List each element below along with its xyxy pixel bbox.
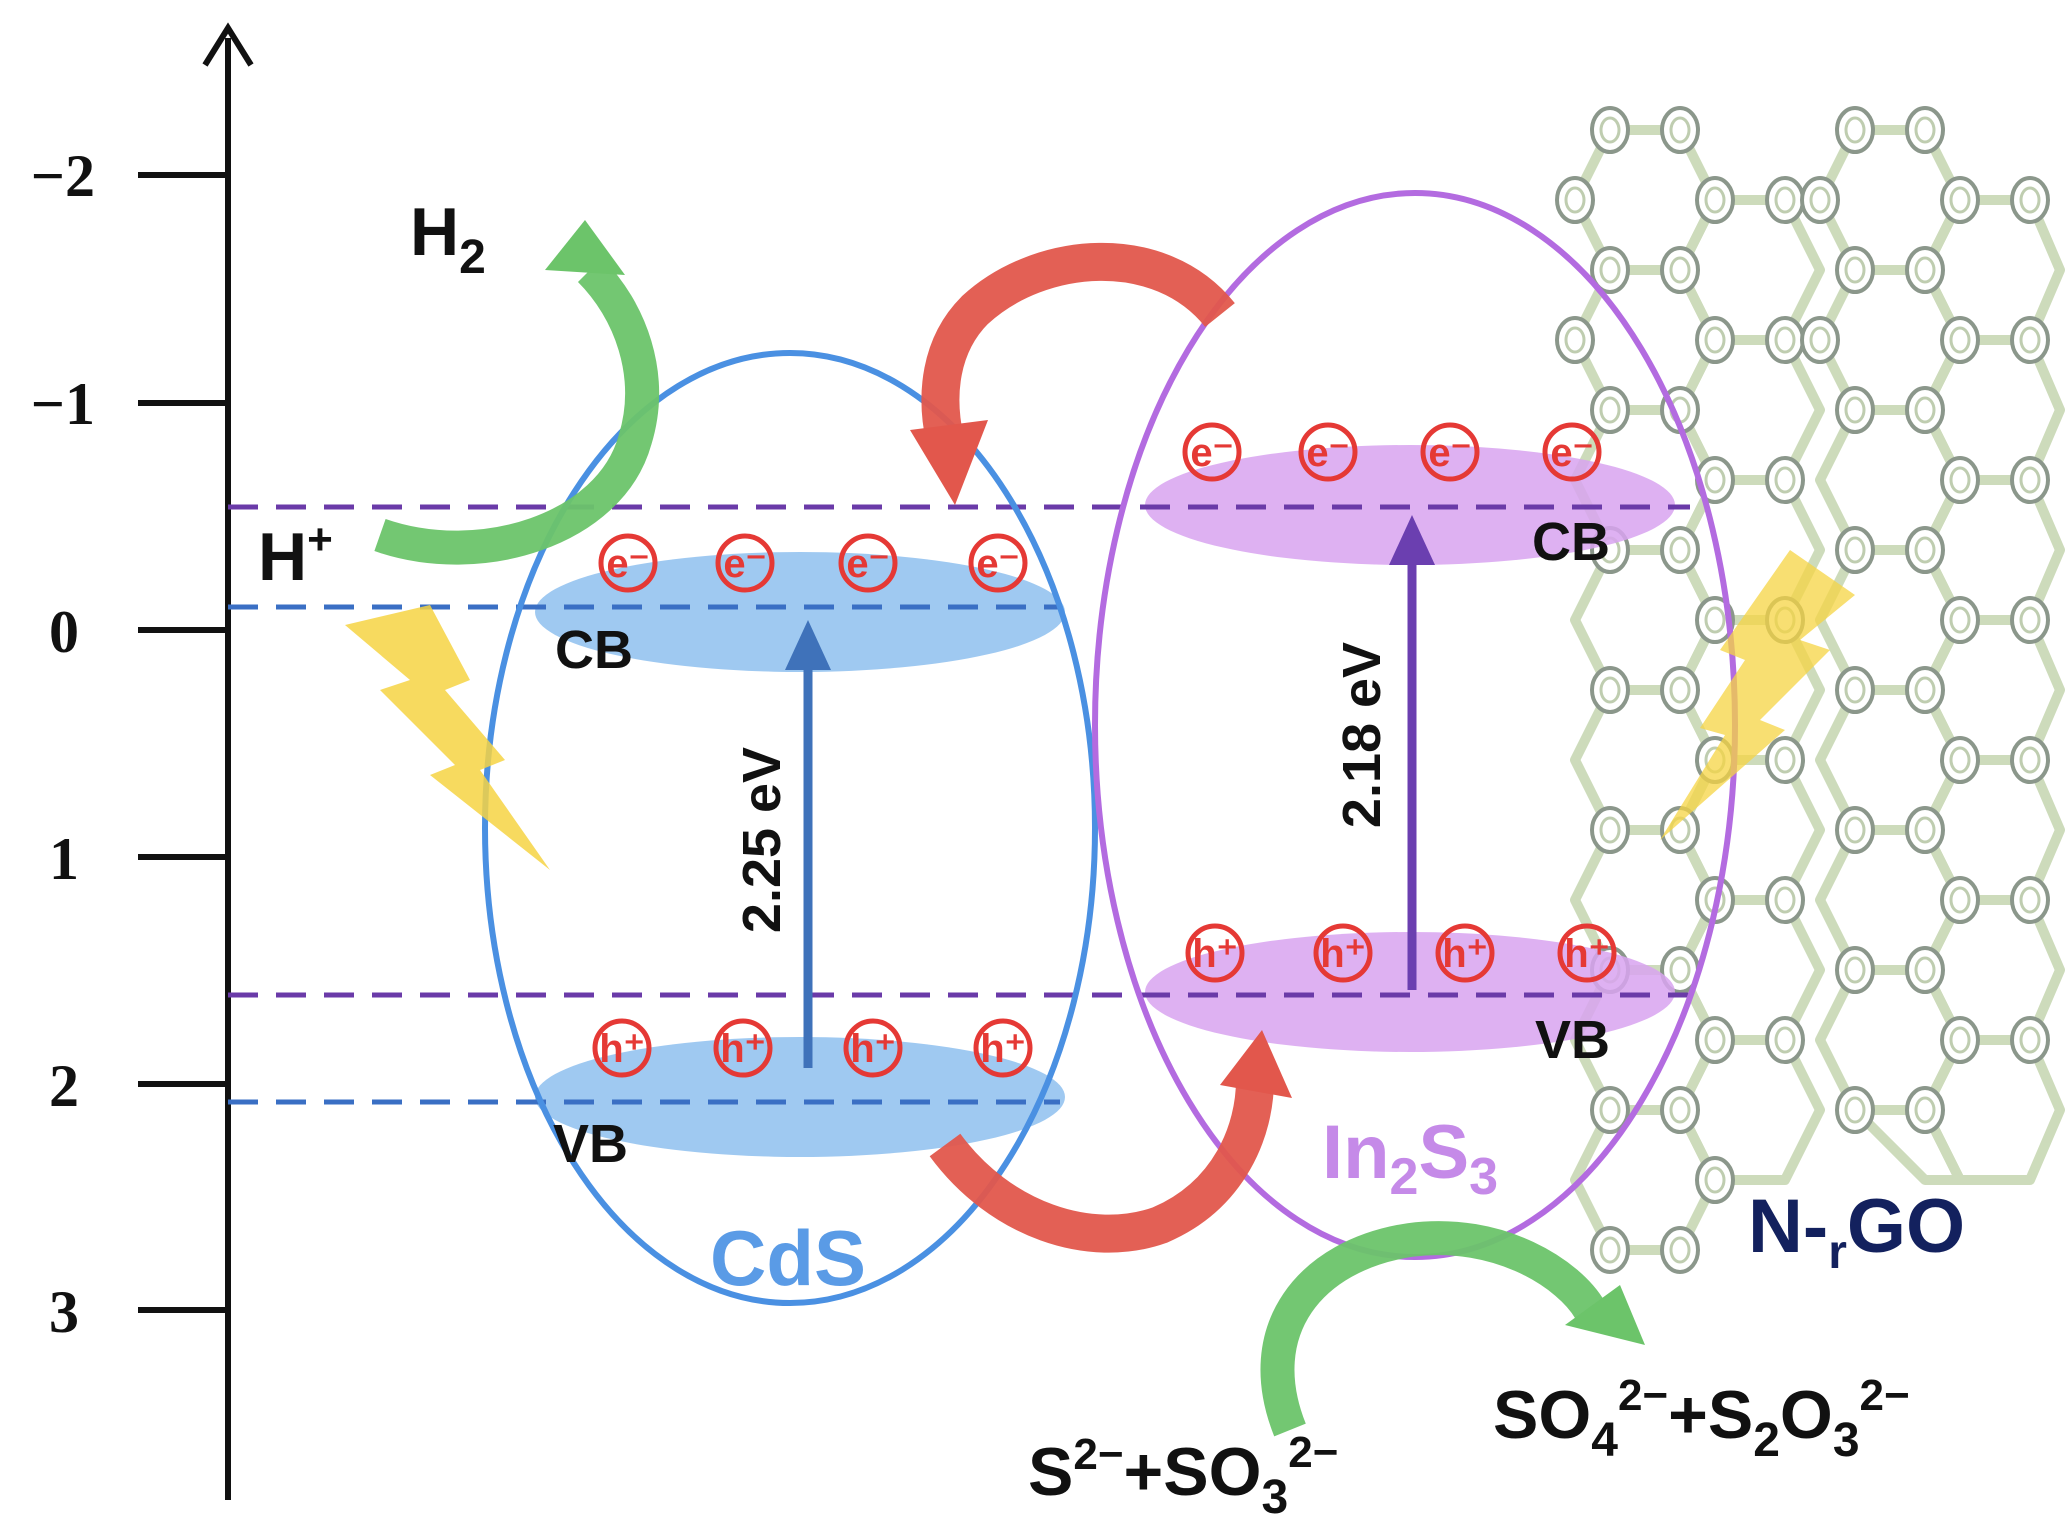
cds-vb-label: VB [553, 1114, 628, 1174]
cds-excitation-arrow [785, 620, 831, 1068]
tick-label: 2 [49, 1053, 79, 1119]
cds-vb-band [535, 1037, 1065, 1157]
tick-label: 3 [49, 1279, 79, 1345]
electron-label: e⁻ [1550, 431, 1593, 475]
tick-label: −1 [31, 371, 95, 437]
energy-axis: −2 −1 0 1 2 3 [31, 22, 254, 1500]
in2s3-excitation-arrow [1389, 515, 1435, 990]
electron-label: e⁻ [846, 542, 889, 586]
graphene-lattice [1555, 106, 2065, 1274]
cds-cb-band [535, 552, 1065, 672]
cds-band-gap-label: 2.25 eV [732, 747, 792, 933]
cds-cb-label: CB [555, 620, 633, 680]
tick-label: 1 [49, 826, 79, 892]
lightning-icon [345, 605, 550, 870]
electron-transfer-arrow [910, 242, 1235, 505]
hole-label: h⁺ [1442, 932, 1488, 976]
cds-electrons: e⁻ e⁻ e⁻ e⁻ [598, 533, 1028, 593]
cds-particle [482, 350, 1098, 1306]
n-rgo-label: N-rGO [1748, 1184, 1965, 1279]
electron-label: e⁻ [723, 542, 766, 586]
in2s3-electrons: e⁻ e⁻ e⁻ e⁻ [1182, 422, 1602, 482]
h2-label: H2 [410, 194, 486, 284]
sulfite-oxidation-arrow [1260, 1221, 1645, 1437]
product-label: SO42−+S2O32− [1493, 1371, 1910, 1467]
tick-label: −2 [31, 143, 95, 209]
in2s3-label: In2S3 [1322, 1110, 1498, 1206]
hole-label: h⁺ [850, 1027, 896, 1071]
hole-label: h⁺ [1320, 932, 1366, 976]
in2s3-cb-label: CB [1532, 512, 1610, 572]
electron-label: e⁻ [976, 542, 1019, 586]
in2s3-vb-band [1145, 932, 1675, 1052]
hplus-label: H+ [258, 515, 333, 595]
electron-label: e⁻ [1428, 431, 1471, 475]
electron-label: e⁻ [606, 542, 649, 586]
in2s3-vb-label: VB [1535, 1010, 1610, 1070]
band-edge-lines [228, 504, 1690, 1105]
cds-label: CdS [710, 1214, 866, 1302]
hole-transfer-arrow [929, 1030, 1292, 1253]
hole-label: h⁺ [980, 1027, 1026, 1071]
lightning-icon [1660, 550, 1855, 840]
in2s3-band-gap-label: 2.18 eV [1332, 642, 1392, 828]
hole-label: h⁺ [1192, 932, 1238, 976]
hole-label: h⁺ [599, 1027, 645, 1071]
in2s3-holes: h⁺ h⁺ h⁺ h⁺ [1185, 923, 1617, 983]
cds-holes: h⁺ h⁺ h⁺ h⁺ [592, 1018, 1033, 1078]
hole-label: h⁺ [720, 1027, 766, 1071]
tick-label: 0 [49, 599, 79, 665]
reactant-label: S2−+SO32− [1028, 1428, 1338, 1524]
electron-label: e⁻ [1306, 431, 1349, 475]
h2-evolution-arrow [374, 220, 659, 565]
hole-label: h⁺ [1564, 932, 1610, 976]
electron-label: e⁻ [1190, 431, 1233, 475]
